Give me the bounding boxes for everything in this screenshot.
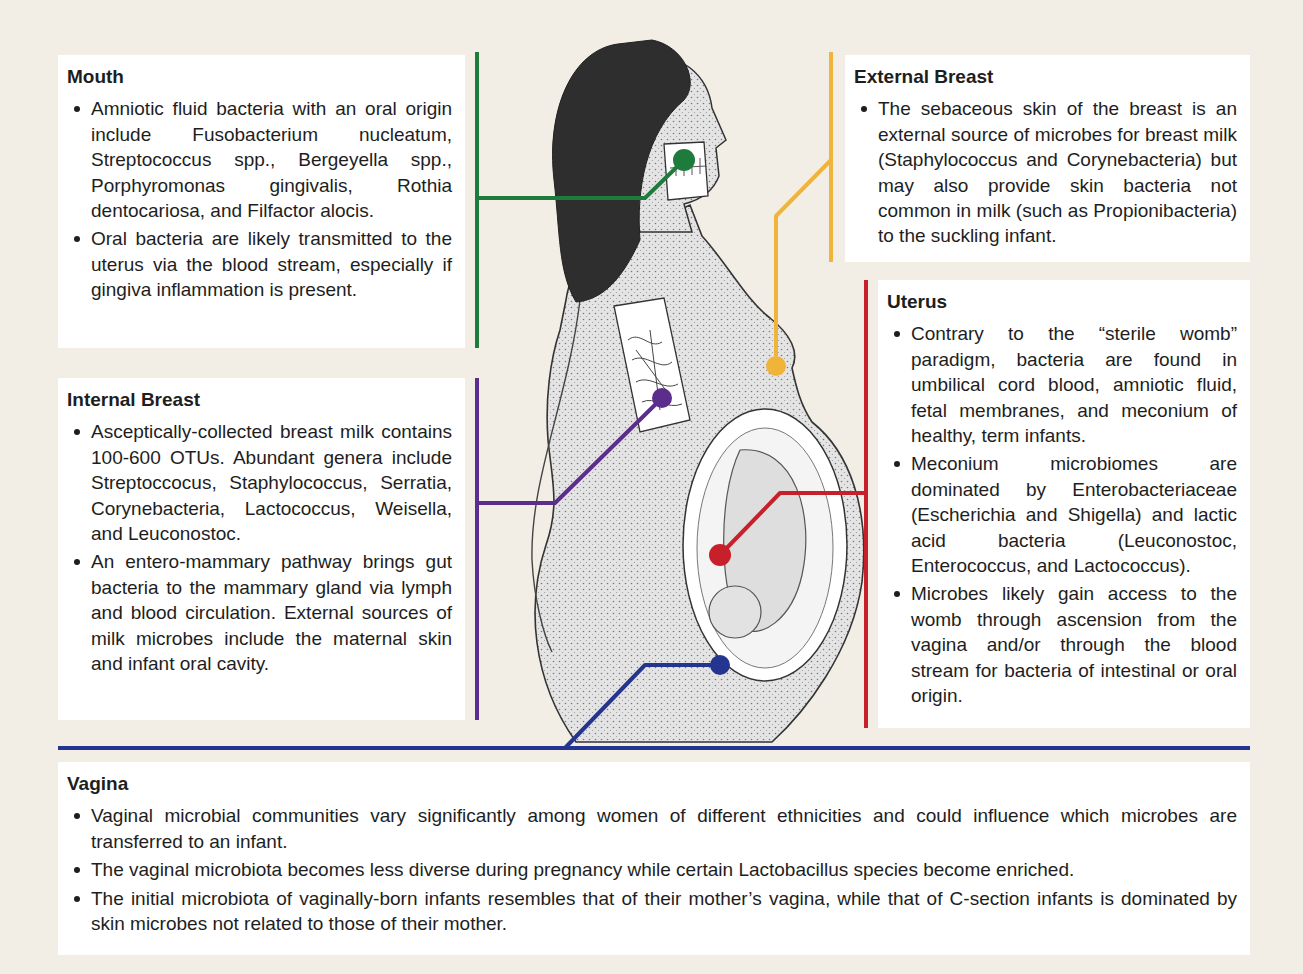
bullet-text: Oral bacteria are likely transmitted to … bbox=[67, 226, 452, 302]
arm-outline bbox=[532, 300, 580, 652]
external-breast-leader bbox=[776, 52, 831, 356]
amniotic-sac bbox=[697, 428, 833, 668]
bullet-text: Contrary to the “sterile womb” paradigm,… bbox=[887, 321, 1237, 448]
bullet-text: The initial microbiota of vaginally-born… bbox=[67, 886, 1237, 937]
text-box: External BreastThe sebaceous skin of the… bbox=[845, 55, 1250, 262]
bullet-text: The vaginal microbiota becomes less dive… bbox=[67, 857, 1237, 882]
vagina-dot bbox=[710, 655, 730, 675]
text-box: Internal BreastAsceptically-collected br… bbox=[58, 378, 465, 720]
uterus-dot bbox=[709, 544, 731, 566]
box-heading: Internal Breast bbox=[67, 387, 452, 412]
bullet-text: Asceptically-collected breast milk conta… bbox=[67, 419, 452, 546]
uterus-leader bbox=[720, 280, 866, 728]
box-heading: Uterus bbox=[887, 289, 1237, 314]
internal-breast-dot bbox=[652, 388, 672, 408]
mouth-dot bbox=[673, 149, 695, 171]
bullet-text: The sebaceous skin of the breast is an e… bbox=[854, 96, 1237, 248]
bullet-text: Amniotic fluid bacteria with an oral ori… bbox=[67, 96, 452, 223]
mouth-leader bbox=[477, 52, 684, 348]
bullet-text: An entero-mammary pathway brings gut bac… bbox=[67, 549, 452, 676]
bullet-text: Meconium microbiomes are dominated by En… bbox=[887, 451, 1237, 578]
box-heading: External Breast bbox=[854, 64, 1237, 89]
bullet-text: Vaginal microbial communities vary signi… bbox=[67, 803, 1237, 854]
box-heading: Vagina bbox=[67, 771, 1237, 796]
text-box: VaginaVaginal microbial communities vary… bbox=[58, 762, 1250, 955]
text-box: UterusContrary to the “sterile womb” par… bbox=[878, 280, 1250, 728]
external-breast-dot bbox=[766, 356, 786, 376]
box-heading: Mouth bbox=[67, 64, 452, 89]
breast-cutaway bbox=[614, 298, 690, 432]
fetus-head bbox=[709, 586, 761, 638]
text-box: MouthAmniotic fluid bacteria with an ora… bbox=[58, 55, 465, 348]
bullet-text: Microbes likely gain access to the womb … bbox=[887, 581, 1237, 708]
mammary-tissue bbox=[628, 330, 682, 410]
internal-breast-leader bbox=[477, 378, 662, 720]
uterus-outline bbox=[683, 409, 847, 681]
